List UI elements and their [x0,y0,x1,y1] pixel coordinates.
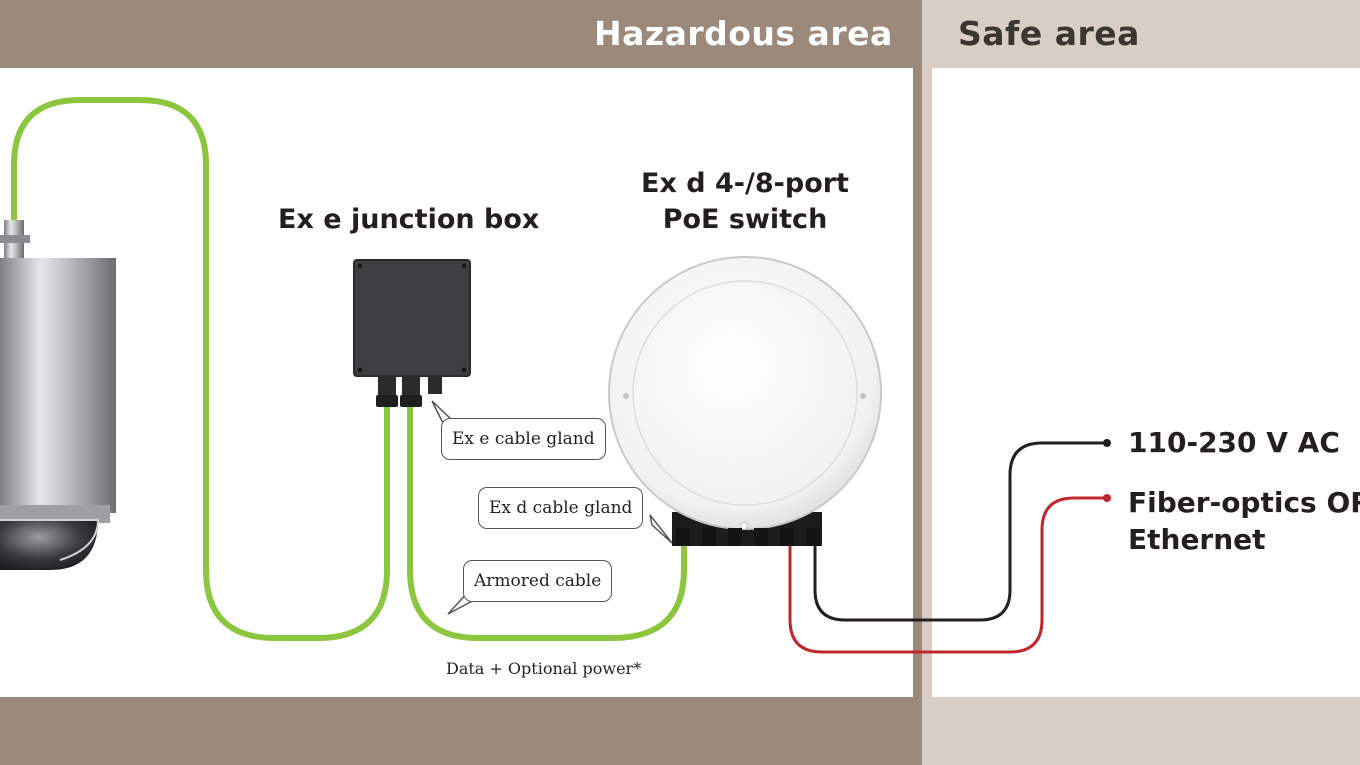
callout-pointer-exd [649,514,673,544]
hazardous-area-header [0,0,922,68]
power-cable [813,441,1106,622]
safe-area-header [922,0,1360,68]
power-cable-end [1103,439,1111,447]
hazardous-area-title: Hazardous area [594,14,893,53]
armored-cable-camera [11,97,390,641]
power-label: 110-230 V AC [1128,426,1340,459]
safe-area-footer [922,697,1360,765]
callout-ex-d-cable-gland: Ex d cable gland [478,487,644,529]
hazardous-area-footer [0,697,922,765]
poe-switch-label: Ex d 4-/8-port PoE switch [641,168,849,235]
callout-ex-e-cable-gland: Ex e cable gland [441,418,606,460]
safe-area-title: Safe area [958,14,1140,53]
network-cable-end [1103,494,1111,502]
safe-area-boundary [922,68,932,697]
poe-switch-icon [608,256,882,546]
camera-icon [0,220,116,570]
network-label: Fiber-optics OR Ethernet [1128,486,1360,556]
junction-box-label: Ex e junction box [278,204,540,235]
hazardous-area-boundary [913,68,922,697]
network-cable [788,496,1106,654]
junction-box-icon [353,259,471,407]
armored-cable-switch [407,405,687,641]
callout-armored-cable: Armored cable [463,560,613,602]
data-power-label: Data + Optional power* [446,659,642,678]
